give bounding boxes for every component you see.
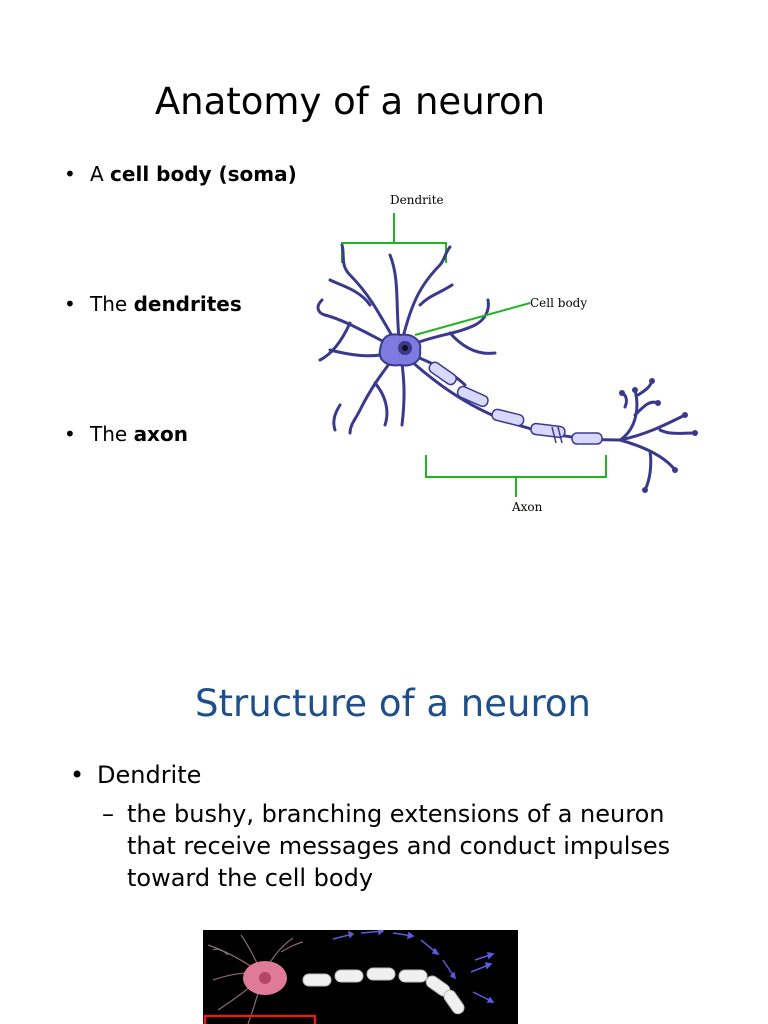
bullet-dendrites: • The dendrites	[64, 292, 242, 316]
axon	[408, 358, 621, 445]
axon-bracket	[425, 455, 607, 497]
bullet-bold-term: cell body (soma)	[110, 162, 297, 186]
cell-body-leader	[414, 302, 531, 336]
neuron-micrograph-art	[203, 930, 495, 1024]
slide-title-anatomy: Anatomy of a neuron	[154, 80, 546, 123]
terminal-buttons	[619, 378, 698, 493]
axon-label: Axon	[511, 500, 543, 514]
dendrite-label: Dendrite	[390, 193, 444, 207]
micrograph-myelin	[302, 967, 465, 1015]
bullet-dot: •	[64, 422, 76, 446]
sub-bullet-definition: – the bushy, branching extensions of a n…	[102, 798, 702, 894]
bullet-bold-term: dendrites	[133, 292, 242, 316]
bullet-dot: •	[64, 292, 76, 316]
micrograph-nucleus	[259, 972, 271, 984]
definition-text: the bushy, branching extensions of a neu…	[127, 800, 671, 892]
bullet-prefix: A	[90, 162, 111, 186]
bullet-dot: •	[70, 761, 85, 789]
bullet-cell-body: • A cell body (soma)	[64, 162, 297, 186]
axon-terminals	[618, 379, 697, 492]
bullet-prefix: The	[90, 422, 134, 446]
bullet-prefix: The	[90, 292, 134, 316]
bullet-dendrite: • Dendrite	[70, 760, 201, 790]
bullet-text: Dendrite	[97, 761, 202, 789]
bullet-axon: • The axon	[64, 422, 188, 446]
dendrite-bracket	[341, 213, 447, 263]
micrograph-arrows	[332, 930, 495, 1003]
micrograph-highlight-box	[203, 1014, 317, 1024]
bullet-dot: •	[64, 162, 76, 186]
cell-body	[378, 333, 422, 367]
neuron-diagram: Dendrite	[316, 193, 698, 514]
slide-title-structure: Structure of a neuron	[195, 682, 591, 725]
bullet-bold-term: axon	[133, 422, 188, 446]
sub-bullet-dash: –	[102, 800, 114, 828]
cell-body-label: Cell body	[530, 296, 587, 310]
neuron-micrograph	[203, 930, 518, 1024]
